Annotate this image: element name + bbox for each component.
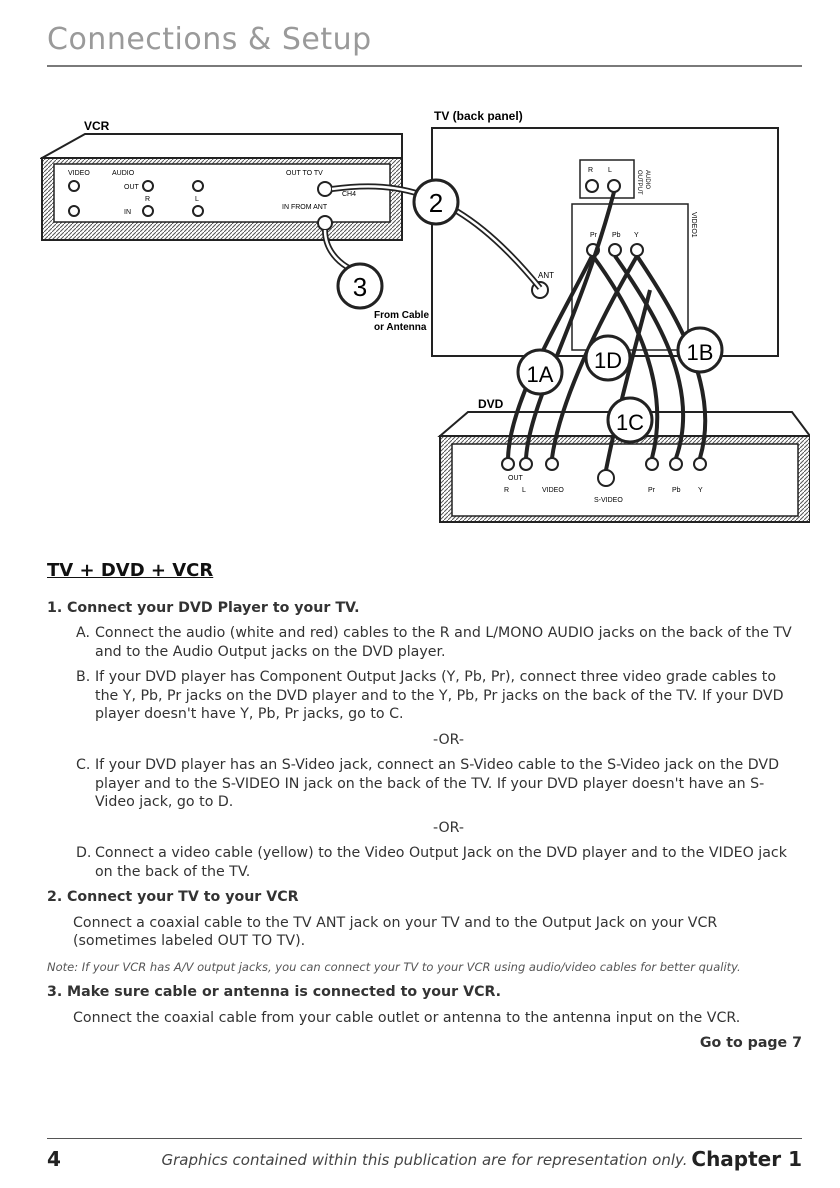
svg-text:L: L: [522, 487, 526, 494]
svg-text:Pr: Pr: [648, 487, 656, 494]
callout-2: 2: [412, 178, 460, 226]
callout-3: 3: [336, 262, 384, 310]
svg-text:Y: Y: [634, 232, 639, 239]
callout-1c: 1C: [606, 396, 654, 444]
svg-text:2: 2: [429, 188, 443, 218]
step-1-title: 1.Connect your DVD Player to your TV.: [47, 599, 360, 616]
callout-1b: 1B: [676, 326, 724, 374]
svg-text:OUTPUT: OUTPUT: [636, 170, 642, 195]
go-to-page-link[interactable]: Go to page 7: [699, 1035, 802, 1051]
svg-text:3: 3: [353, 272, 367, 302]
svg-text:VIDEO: VIDEO: [542, 487, 564, 494]
step-2-text: Connect a coaxial cable to the TV ANT ja…: [73, 914, 718, 950]
svg-text:AUDIO: AUDIO: [112, 170, 135, 177]
svg-text:OUT: OUT: [508, 475, 524, 482]
step-3-text: Connect the coaxial cable from your cabl…: [73, 1009, 741, 1026]
chapter-label: Chapter 1: [691, 1147, 802, 1171]
svg-text:R: R: [588, 167, 593, 174]
svg-text:VIDEO: VIDEO: [68, 170, 90, 177]
svg-text:IN FROM ANT: IN FROM ANT: [282, 204, 328, 211]
svg-text:R: R: [145, 196, 150, 203]
step-1d: D.Connect a video cable (yellow) to the …: [76, 845, 787, 880]
step-2-title: 2.Connect your TV to your VCR: [47, 889, 299, 905]
page-title: Connections & Setup: [47, 22, 372, 57]
svg-text:L: L: [608, 167, 612, 174]
svg-text:S-VIDEO: S-VIDEO: [594, 497, 623, 504]
or-divider: -OR-: [432, 819, 465, 836]
step-1c: C.If your DVD player has an S-Video jack…: [76, 757, 780, 810]
or-antenna-label: or Antenna: [374, 322, 427, 333]
page-number: 4: [47, 1147, 61, 1171]
step-1b: B.If your DVD player has Component Outpu…: [76, 669, 784, 722]
svg-text:AUDIO: AUDIO: [644, 170, 650, 189]
svg-text:ANT: ANT: [538, 271, 554, 280]
svg-text:IN: IN: [124, 209, 131, 216]
svg-text:R: R: [504, 487, 509, 494]
footer-disclaimer: Graphics contained within this publicati…: [161, 1151, 688, 1169]
from-cable-label: From Cable: [374, 310, 429, 321]
header-rule: [47, 65, 802, 67]
callout-1a: 1A: [516, 348, 564, 396]
svg-text:1C: 1C: [616, 410, 644, 435]
svg-text:VIDEO1: VIDEO1: [690, 212, 697, 238]
instructions: TV + DVD + VCR 1.Connect your DVD Player…: [47, 560, 802, 1053]
vcr-label: VCR: [84, 119, 110, 133]
svg-text:CH4: CH4: [342, 191, 356, 198]
section-title: TV + DVD + VCR: [47, 560, 214, 581]
svg-text:OUT: OUT: [124, 184, 140, 191]
svg-text:Pb: Pb: [612, 232, 621, 239]
page-header: Connections & Setup: [47, 22, 802, 67]
svg-text:Pr: Pr: [590, 232, 598, 239]
note-text: Note: If your VCR has A/V output jacks, …: [47, 959, 741, 974]
svg-text:L: L: [195, 196, 199, 203]
callout-1d: 1D: [584, 334, 632, 382]
page-footer: 4 Graphics contained within this publica…: [47, 1138, 802, 1177]
svg-text:Pb: Pb: [672, 487, 681, 494]
svg-text:1A: 1A: [527, 362, 554, 387]
or-divider: -OR-: [432, 731, 465, 748]
vcr-device: VCR VIDEO AUDIO OUT IN R L OUT TO TV IN …: [40, 119, 403, 241]
step-3-title: 3.Make sure cable or antenna is connecte…: [47, 984, 502, 1000]
svg-text:Y: Y: [698, 487, 703, 494]
dvd-label: DVD: [478, 397, 504, 411]
svg-text:OUT TO TV: OUT TO TV: [286, 170, 323, 177]
svg-text:1D: 1D: [594, 348, 622, 373]
tv-label: TV (back panel): [434, 109, 523, 123]
svg-text:1B: 1B: [687, 340, 714, 365]
connection-diagram: VCR VIDEO AUDIO OUT IN R L OUT TO TV IN …: [40, 109, 810, 523]
step-1a: A.Connect the audio (white and red) cabl…: [76, 625, 792, 660]
footer-rule: [47, 1138, 802, 1139]
